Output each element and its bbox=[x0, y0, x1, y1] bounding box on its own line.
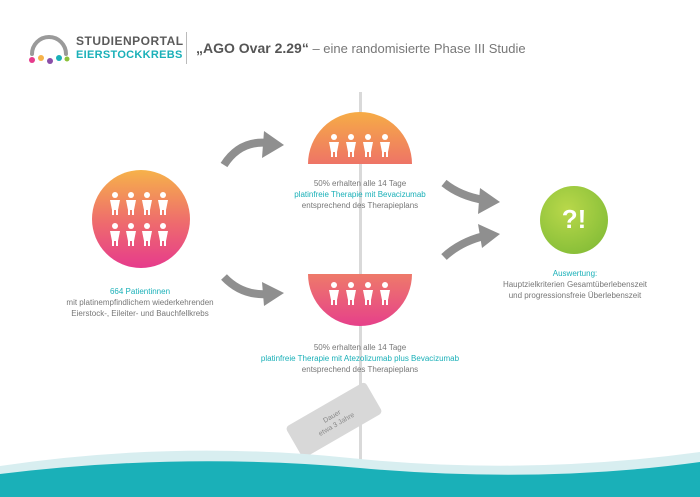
arm-b-patients-icon bbox=[329, 282, 390, 305]
logo-title: STUDIENPORTAL bbox=[76, 34, 184, 48]
logo[interactable]: STUDIENPORTAL EIERSTOCKKREBS bbox=[26, 24, 186, 66]
arm-b-caption: 50% erhalten alle 14 Tage platinfreie Th… bbox=[230, 342, 490, 375]
arrow-arm-a-to-result-icon bbox=[441, 179, 500, 214]
patients-circle bbox=[92, 170, 190, 268]
result-circle: ?! bbox=[540, 186, 608, 254]
arrow-to-arm-a-icon bbox=[220, 131, 284, 168]
logo-subtitle: EIERSTOCKKREBS bbox=[76, 49, 183, 61]
arm-a-plan: entsprechend des Therapieplans bbox=[301, 201, 419, 210]
result-caption: Auswertung: Hauptzielkriterien Gesamtübe… bbox=[480, 268, 670, 301]
patients-icon bbox=[110, 192, 168, 246]
arm-a-semicircle bbox=[308, 112, 412, 164]
study-description: – eine randomisierte Phase III Studie bbox=[308, 41, 526, 56]
arm-a-therapy: platinfreie Therapie mit Bevacizumab bbox=[294, 190, 426, 199]
study-name: „AGO Ovar 2.29“ bbox=[196, 40, 309, 56]
question-exclamation-icon: ?! bbox=[561, 204, 587, 234]
result-criteria-line1: Hauptzielkriterien Gesamtüberlebenszeit bbox=[502, 280, 648, 289]
arrow-arm-b-to-result-icon bbox=[441, 224, 500, 260]
arm-a-patients-icon bbox=[329, 134, 390, 157]
result-criteria-line2: und progressionsfreie Überlebenszeit bbox=[508, 291, 642, 300]
arm-b-semicircle bbox=[308, 274, 412, 326]
result-label: Auswertung: bbox=[552, 269, 598, 278]
logo-icon bbox=[29, 35, 70, 64]
arm-a-caption: 50% erhalten alle 14 Tage platinfreie Th… bbox=[250, 178, 470, 211]
header-divider bbox=[186, 32, 187, 64]
arm-b-therapy: platinfreie Therapie mit Atezolizumab pl… bbox=[260, 354, 460, 363]
patients-condition-line1: mit platinempfindlichem wiederkehrenden bbox=[66, 298, 214, 307]
bottom-wave bbox=[0, 450, 700, 497]
patients-caption: 664 Patientinnen mit platinempfindlichem… bbox=[40, 286, 240, 319]
page-title: „AGO Ovar 2.29“ – eine randomisierte Pha… bbox=[196, 40, 526, 56]
arm-b-share: 50% erhalten alle 14 Tage bbox=[313, 343, 407, 352]
patients-condition-line2: Eierstock-, Eileiter- und Bauchfellkrebs bbox=[71, 309, 209, 318]
patients-count: 664 Patientinnen bbox=[109, 287, 171, 296]
arrow-to-arm-b-icon bbox=[221, 274, 284, 306]
arm-a-share: 50% erhalten alle 14 Tage bbox=[313, 179, 407, 188]
arm-b-plan: entsprechend des Therapieplans bbox=[301, 365, 419, 374]
